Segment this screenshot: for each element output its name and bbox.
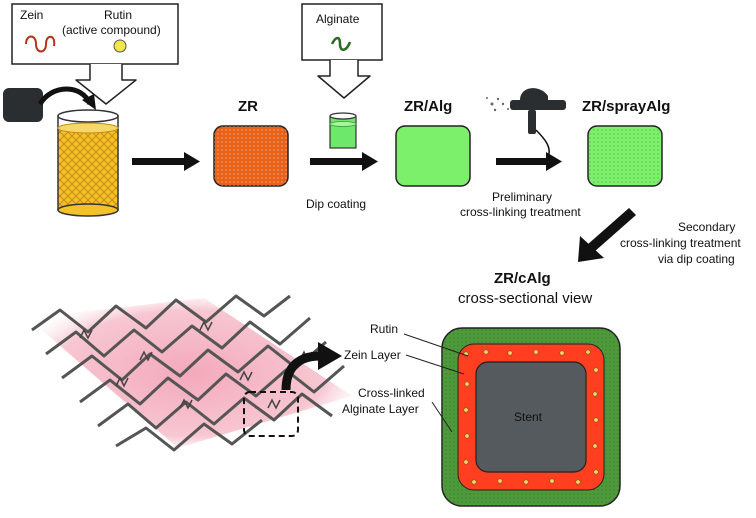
rutin-particles [463,349,599,485]
rutin-label: Rutin [104,8,133,22]
stage-zr-spray-alg-label: ZR/sprayAlg [582,98,671,115]
alginate-squiggle-icon [330,36,352,51]
rutin-dot-icon [113,39,127,53]
stage-zr-calg-label: ZR/cAlg [494,270,551,287]
stent-illustration [28,294,352,452]
cross-sectional-label: cross-sectional view [458,290,593,307]
arrow-diagonal [578,208,636,262]
secondary-label-3: via dip coating [658,252,735,266]
stage-zr-alg-label: ZR/Alg [404,98,453,115]
zein-label: Zein [20,8,44,22]
arrow-right-1 [132,152,200,171]
preliminary-label-1: Preliminary [492,190,553,204]
cross-section [441,327,621,507]
alginate-label: Alginate [316,12,360,26]
arrow-right-2 [310,152,378,171]
black-stent-block [3,88,43,122]
curved-arrow-icon [37,86,93,106]
zr-alg-block [395,125,471,187]
zoom-arrow-icon [281,351,321,391]
layer-zein-label: Zein Layer [344,348,401,362]
preliminary-label-2: cross-linking treatment [460,205,581,219]
stage-zr-label: ZR [238,98,258,115]
stent-core [475,361,587,473]
secondary-label-2: cross-linking treatment [620,236,741,250]
arrow-right-3 [496,152,562,171]
dip-coating-label: Dip coating [306,197,367,211]
zein-rutin-callout [11,3,179,105]
layer-crosslinked-label-2: Alginate Layer [342,402,419,416]
beaker [57,109,119,217]
zein-squiggle-icon [25,35,56,53]
rutin-note-label: (active compound) [62,23,161,37]
stent-core-label: Stent [514,410,543,424]
layer-crosslinked-label-1: Cross-linked [358,386,425,400]
layer-rutin-label: Rutin [370,322,399,336]
alginate-callout [301,3,383,99]
secondary-label-1: Secondary [678,220,736,234]
alginate-beaker [329,112,357,149]
spray-gun-icon [486,88,566,159]
zoom-box [243,391,299,437]
leader-lines [403,333,469,433]
